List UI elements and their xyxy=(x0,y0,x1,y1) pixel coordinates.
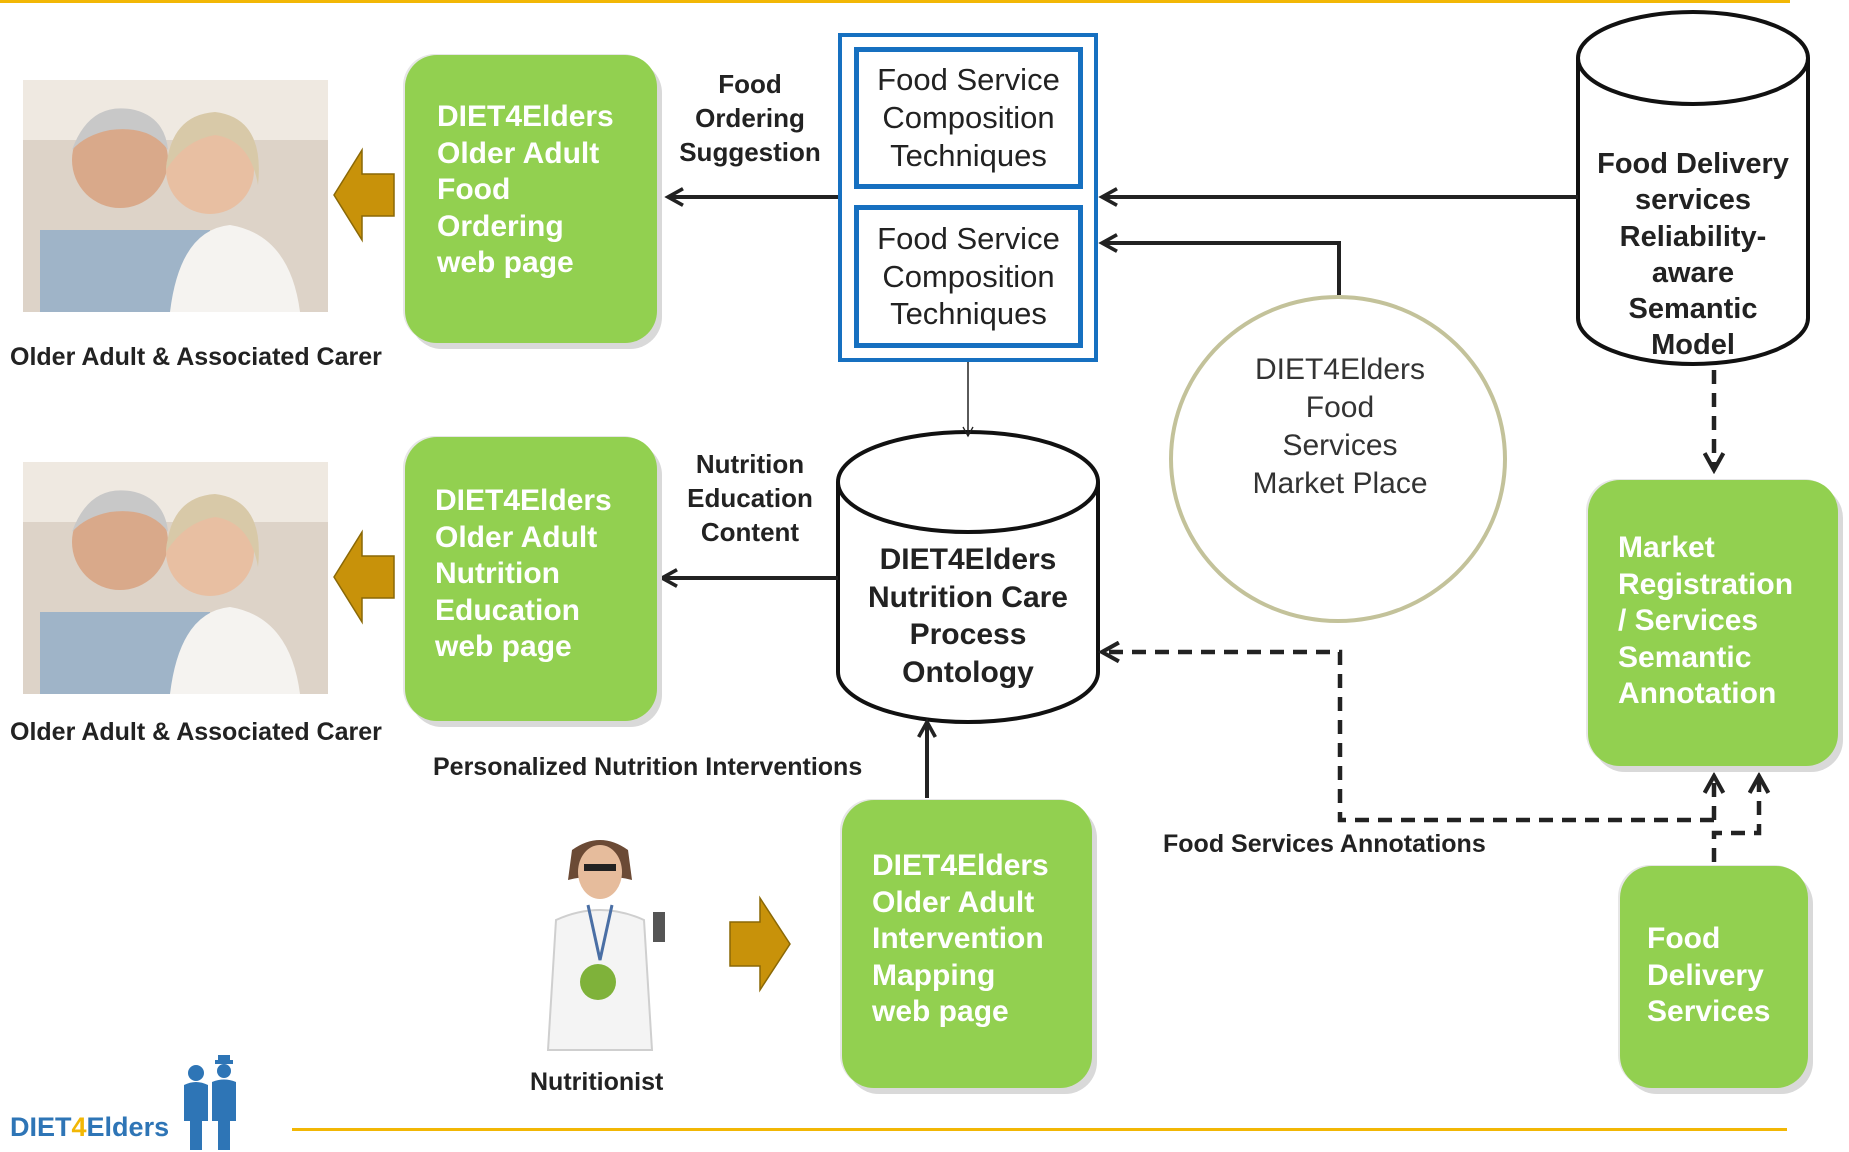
nutritionist-figure xyxy=(546,840,665,1051)
food-delivery-label: Food Delivery Services xyxy=(1647,922,1771,1029)
reliability-model-label: Food Delivery services Reliability- awar… xyxy=(1597,148,1789,362)
personalized-interventions-label: Personalized Nutrition Interventions xyxy=(433,753,863,781)
food-services-annotations-label: Food Services Annotations xyxy=(1163,830,1486,858)
reliability-model-cylinder xyxy=(1576,10,1810,366)
logo-four: 4 xyxy=(71,1112,87,1142)
diet4elders-logo-figures xyxy=(184,1055,236,1150)
carer-label-1: Older Adult & Associated Carer xyxy=(10,343,382,371)
ontology-cylinder xyxy=(836,430,1100,724)
market-registration-label: Market Registration / Services Semantic … xyxy=(1618,531,1794,711)
intervention-page-box: DIET4Elders Older Adult Intervention Map… xyxy=(842,800,1092,1088)
carer-photo-1 xyxy=(23,80,328,312)
dashed-arrow-annotations-to-ontology xyxy=(1102,652,1714,823)
arrow-market-to-composition xyxy=(1102,243,1341,295)
education-page-label: DIET4Elders Older Adult Nutrition Educat… xyxy=(435,484,612,664)
logo-prefix: DIET xyxy=(10,1112,72,1142)
market-place-label: DIET4Elders Food Services Market Place xyxy=(1252,353,1428,501)
gold-arrow-to-carer-2 xyxy=(333,529,395,625)
gold-arrow-to-intervention-page xyxy=(729,895,791,993)
logo-suffix: Elders xyxy=(86,1112,170,1142)
carer-photo-1-art xyxy=(23,80,328,312)
intervention-page-label: DIET4Elders Older Adult Intervention Map… xyxy=(872,849,1049,1029)
composition-techniques-top: Food Service Composition Techniques xyxy=(854,47,1083,189)
gold-arrow-to-carer-1 xyxy=(333,147,395,243)
market-registration-box: Market Registration / Services Semantic … xyxy=(1588,480,1838,766)
dashed-arrow-delivery-to-registration xyxy=(1711,776,1759,862)
ordering-page-label: DIET4Elders Older Adult Food Ordering we… xyxy=(437,100,614,280)
diet4elders-logo: DIET4Elders xyxy=(10,1112,169,1143)
ontology-label: DIET4Elders Nutrition Care Process Ontol… xyxy=(867,543,1068,689)
nutritionist-label: Nutritionist xyxy=(530,1068,664,1096)
ordering-page-box: DIET4Elders Older Adult Food Ordering we… xyxy=(405,55,657,343)
carer-photo-2 xyxy=(23,462,328,694)
top-rule xyxy=(0,0,1790,3)
food-delivery-box: Food Delivery Services xyxy=(1620,866,1808,1088)
food-ordering-suggestion-label: Food Ordering Suggestion xyxy=(679,69,821,167)
market-place-circle xyxy=(1169,295,1507,623)
carer-photo-2-art xyxy=(23,462,328,694)
composition-techniques-bottom: Food Service Composition Techniques xyxy=(854,205,1083,348)
bottom-rule xyxy=(292,1128,1787,1131)
carer-label-2: Older Adult & Associated Carer xyxy=(10,718,382,746)
education-page-box: DIET4Elders Older Adult Nutrition Educat… xyxy=(405,437,657,721)
nutrition-education-content-label: Nutrition Education Content xyxy=(687,449,813,547)
